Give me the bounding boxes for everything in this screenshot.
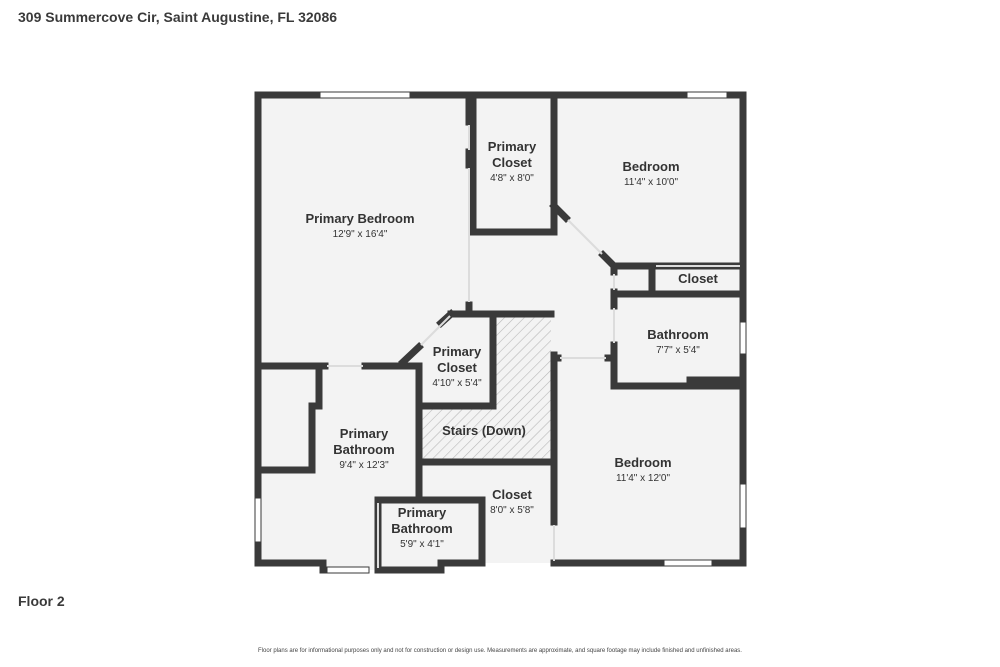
room-name: Closet xyxy=(678,271,718,286)
room-primary-bedroom: Primary Bedroom 12'9" x 16'4" xyxy=(305,211,414,240)
room-name: Stairs (Down) xyxy=(442,423,526,438)
room-bathroom: Bathroom 7'7" x 5'4" xyxy=(647,327,708,356)
room-name: Closet xyxy=(492,155,532,170)
stairs-hatch xyxy=(419,314,551,462)
room-name: Primary xyxy=(488,139,537,154)
room-name: Bathroom xyxy=(333,442,394,457)
room-dimensions: 7'7" x 5'4" xyxy=(656,345,700,356)
window xyxy=(686,91,728,99)
floor-label: Floor 2 xyxy=(18,593,65,609)
room-dimensions: 11'4" x 10'0" xyxy=(624,177,679,188)
room-dimensions: 4'10" x 5'4" xyxy=(432,378,482,389)
room-dimensions: 12'9" x 16'4" xyxy=(333,229,388,240)
room-primary-bathroom: Primary Bathroom 9'4" x 12'3" xyxy=(333,426,394,471)
room-dimensions: 9'4" x 12'3" xyxy=(339,460,389,471)
window xyxy=(326,566,370,574)
room-name: Closet xyxy=(492,487,532,502)
room-name: Primary xyxy=(340,426,389,441)
window xyxy=(319,91,411,99)
windows xyxy=(254,91,747,574)
room-name: Bedroom xyxy=(622,159,679,174)
room-primary-bathroom-small: Primary Bathroom 5'9" x 4'1" xyxy=(391,505,452,550)
room-closet-right: Closet xyxy=(678,271,718,286)
window xyxy=(739,483,747,529)
room-stairs: Stairs (Down) xyxy=(442,423,526,438)
room-name: Bathroom xyxy=(391,521,452,536)
room-bedroom-top: Bedroom 11'4" x 10'0" xyxy=(622,159,679,188)
room-primary-closet-top: Primary Closet 4'8" x 8'0" xyxy=(488,139,537,184)
window xyxy=(739,321,747,355)
room-name: Bathroom xyxy=(647,327,708,342)
room-primary-closet-mid: Primary Closet 4'10" x 5'4" xyxy=(432,344,482,389)
room-name: Closet xyxy=(437,360,477,375)
room-name: Primary Bedroom xyxy=(305,211,414,226)
room-name: Primary xyxy=(398,505,447,520)
door-openings xyxy=(327,125,740,568)
room-dimensions: 4'8" x 8'0" xyxy=(490,173,534,184)
room-name: Bedroom xyxy=(614,455,671,470)
property-address: 309 Summercove Cir, Saint Augustine, FL … xyxy=(18,9,338,25)
room-dimensions: 11'4" x 12'0" xyxy=(616,473,671,484)
room-bedroom-bottom: Bedroom 11'4" x 12'0" xyxy=(614,455,671,484)
window xyxy=(663,559,713,567)
room-name: Primary xyxy=(433,344,482,359)
window xyxy=(254,497,262,543)
disclaimer: Floor plans are for informational purpos… xyxy=(258,648,742,654)
room-dimensions: 5'9" x 4'1" xyxy=(400,539,444,550)
room-closet-bottom: Closet 8'0" x 5'8" xyxy=(490,487,534,516)
room-dimensions: 8'0" x 5'8" xyxy=(490,505,534,516)
